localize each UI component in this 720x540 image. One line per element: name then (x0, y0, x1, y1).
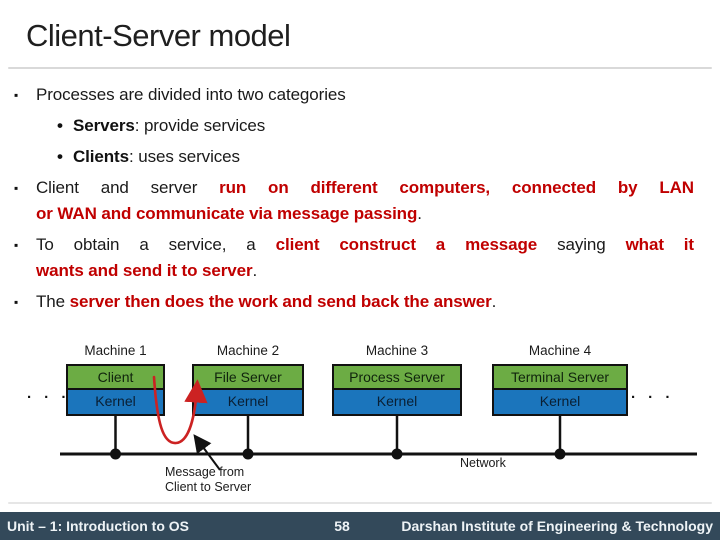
text-segment: : uses services (128, 147, 240, 166)
text-segment: Servers (73, 116, 135, 135)
text-segment: . (252, 261, 258, 280)
bullet-item: ▪ Client and server run on different com… (14, 175, 694, 227)
ellipsis-left: · · · (27, 389, 71, 406)
client-box: Client (66, 364, 165, 390)
bullet-line: The server then does the work and send b… (36, 289, 694, 315)
network-label: Network (460, 456, 506, 470)
bullet-item: ▪ To obtain a service, a client construc… (14, 232, 694, 284)
network-node-dot (242, 448, 254, 460)
machine-name: Machine 4 (528, 343, 592, 358)
bullet-text: Processes are divided into two categorie… (36, 82, 694, 108)
text-segment: : provide services (134, 116, 266, 135)
machine-2: Machine 2 File Server Kernel (192, 340, 304, 416)
text-segment: saying (537, 235, 626, 254)
bullet-text: Client and server run on different compu… (36, 175, 694, 227)
text-segment: what it (625, 235, 695, 254)
bullet-square-icon: ▪ (14, 295, 19, 309)
bullet-line: Clients: uses services (73, 144, 694, 170)
machine-name: Machine 2 (216, 343, 280, 358)
title-divider (8, 67, 712, 69)
page-title: Client-Server model (26, 18, 291, 53)
text-segment: Processes are divided into two categorie… (36, 85, 346, 104)
footer-bar: Unit – 1: Introduction to OS 58 Darshan … (0, 512, 720, 540)
network-node-dot (391, 448, 403, 460)
kernel-box: Kernel (332, 390, 462, 416)
machine-name: Machine 3 (365, 343, 429, 358)
text-segment: or WAN and communicate via message passi… (36, 204, 418, 223)
text-segment: . (417, 204, 422, 223)
text-segment: server then does the work and send back … (69, 292, 492, 311)
message-label-line2: Client to Server (165, 480, 252, 494)
text-segment: Client and server (36, 178, 220, 197)
bullet-line: Servers: provide services (73, 113, 694, 139)
bullet-square-icon: ▪ (14, 88, 19, 102)
bullet-line: or WAN and communicate via message passi… (36, 201, 694, 227)
network-node-dot (110, 448, 121, 460)
bullet-square-icon: ▪ (14, 238, 19, 252)
machine-name: Machine 1 (84, 343, 147, 358)
machine-1: Machine 1 Client Kernel (66, 340, 165, 416)
bullet-subitem: • Clients: uses services (57, 144, 694, 170)
bullet-subitem: • Servers: provide services (57, 113, 694, 139)
footer-unit-label: Unit – 1: Introduction to OS (7, 518, 189, 534)
text-segment: wants and send it to server (36, 261, 253, 280)
bullet-line: Processes are divided into two categorie… (36, 82, 694, 108)
kernel-box: Kernel (492, 390, 628, 416)
bullet-text: Servers: provide services (73, 113, 694, 139)
content-bottom-divider (8, 502, 712, 504)
bullet-text: The server then does the work and send b… (36, 289, 694, 315)
footer-institute-label: Darshan Institute of Engineering & Techn… (401, 518, 713, 534)
text-segment: client construct a message (275, 235, 538, 254)
bullet-line: wants and send it to server. (36, 258, 694, 284)
bullet-text: Clients: uses services (73, 144, 694, 170)
message-label: Message from Client to Server (165, 465, 251, 495)
footer-page-number: 58 (334, 518, 350, 534)
ellipsis-right: · · · (631, 389, 675, 406)
bullet-text: To obtain a service, a client construct … (36, 232, 694, 284)
bullet-line: To obtain a service, a client construct … (36, 232, 694, 258)
bullet-dot-icon: • (57, 116, 63, 135)
process-server-box: Process Server (332, 364, 462, 390)
text-segment: run on different computers, connected by… (219, 178, 694, 197)
bullet-list: ▪ Processes are divided into two categor… (14, 82, 694, 320)
text-segment: To obtain a service, a (36, 235, 276, 254)
machine-4: Machine 4 Terminal Server Kernel (492, 340, 628, 416)
bullet-dot-icon: • (57, 147, 63, 166)
machine-3: Machine 3 Process Server Kernel (332, 340, 462, 416)
kernel-box: Kernel (66, 390, 165, 416)
text-segment: . (491, 292, 497, 311)
text-segment: The (36, 292, 70, 311)
bullet-square-icon: ▪ (14, 181, 19, 195)
bullet-line: Client and server run on different compu… (36, 175, 694, 201)
file-server-box: File Server (192, 364, 304, 390)
message-label-line1: Message from (165, 465, 245, 479)
terminal-server-box: Terminal Server (492, 364, 628, 390)
text-segment: Clients (73, 147, 129, 166)
network-node-dot (554, 448, 566, 460)
kernel-box: Kernel (192, 390, 304, 416)
bullet-item: ▪ The server then does the work and send… (14, 289, 694, 315)
bullet-item: ▪ Processes are divided into two categor… (14, 82, 694, 108)
